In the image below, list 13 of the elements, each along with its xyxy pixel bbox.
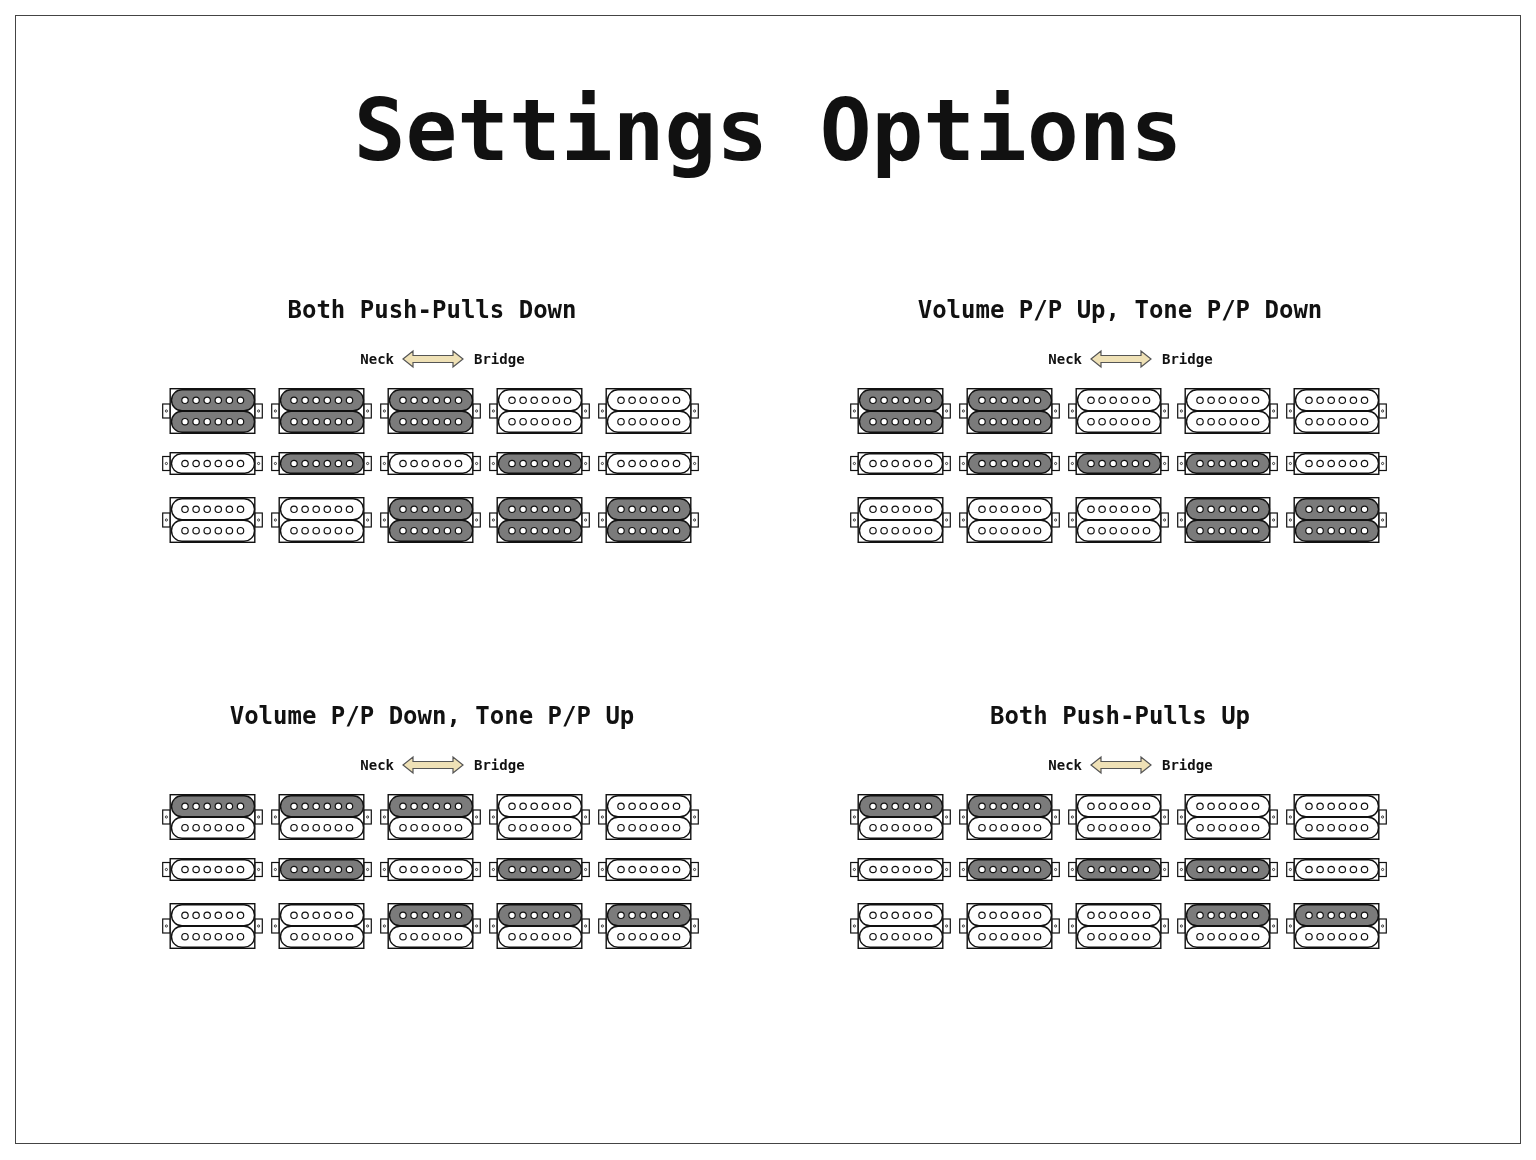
- end-label: Neck: [360, 350, 394, 368]
- panel-heading: Volume P/P Down, Tone P/P Up: [229, 701, 635, 731]
- end-label: Neck: [1048, 756, 1082, 774]
- end-label: Neck: [1048, 350, 1082, 368]
- panel-heading: Both Push-Pulls Up: [989, 701, 1251, 731]
- end-label: Neck: [360, 756, 394, 774]
- title: Settings Options: [353, 80, 1183, 180]
- panel-heading: Volume P/P Up, Tone P/P Down: [917, 295, 1323, 325]
- end-label: Bridge: [474, 756, 525, 774]
- panel-heading: Both Push-Pulls Down: [287, 295, 577, 325]
- end-label: Bridge: [1162, 756, 1213, 774]
- end-label: Bridge: [1162, 350, 1213, 368]
- end-label: Bridge: [474, 350, 525, 368]
